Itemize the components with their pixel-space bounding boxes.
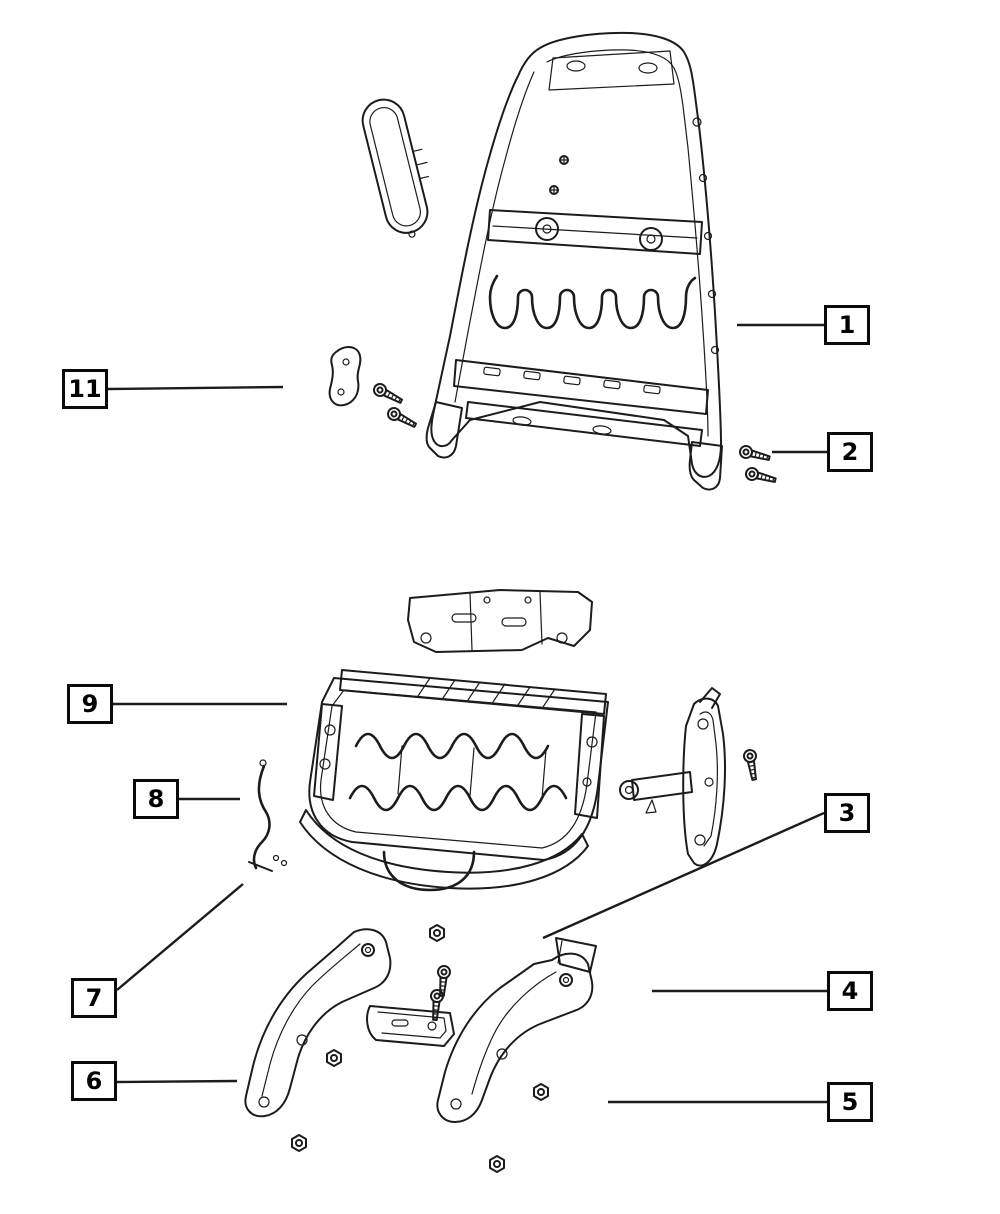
recliner-side-member — [619, 687, 726, 867]
screw — [434, 964, 452, 998]
callout-box-7[interactable]: 7 — [71, 978, 117, 1018]
sensor-wire — [248, 759, 288, 872]
callout-box-2[interactable]: 2 — [827, 432, 873, 472]
seat-cushion-rear-bracket — [407, 589, 593, 653]
callout-label-6: 6 — [85, 1067, 103, 1095]
callout-box-1[interactable]: 1 — [824, 305, 870, 345]
screw — [370, 380, 406, 408]
callout-label-9: 9 — [81, 690, 99, 718]
callout-label-3: 3 — [838, 799, 856, 827]
lumbar-spring-wire — [488, 274, 697, 330]
screw — [742, 748, 762, 782]
callout-label-11: 11 — [68, 375, 102, 403]
callout-box-11[interactable]: 11 — [62, 369, 108, 409]
callout-label-2: 2 — [841, 438, 859, 466]
cover-plate — [366, 1005, 455, 1047]
callout-label-5: 5 — [841, 1088, 859, 1116]
callout-box-4[interactable]: 4 — [827, 971, 873, 1011]
right-riser-bracket — [436, 937, 597, 1123]
hex-nut — [326, 1049, 342, 1067]
hex-nut — [533, 1083, 549, 1101]
side-airbag-module — [361, 98, 430, 238]
leader-line-3 — [542, 811, 825, 940]
callout-box-6[interactable]: 6 — [71, 1061, 117, 1101]
callout-box-5[interactable]: 5 — [827, 1082, 873, 1122]
hex-nut — [489, 1155, 505, 1173]
screw — [737, 443, 772, 466]
leader-line-11 — [107, 385, 284, 391]
callout-leader-lines — [107, 323, 827, 1104]
hex-nut — [291, 1134, 307, 1152]
callout-box-3[interactable]: 3 — [824, 793, 870, 833]
cushion-spring-wire — [354, 732, 550, 760]
callout-label-8: 8 — [147, 785, 165, 813]
hex-nut — [429, 924, 445, 942]
cushion-spring-wire — [348, 784, 568, 812]
seat-cushion-frame — [299, 669, 609, 892]
callout-label-4: 4 — [841, 977, 859, 1005]
seat-back-bracket — [328, 346, 362, 407]
screw — [384, 404, 420, 432]
screw — [743, 465, 778, 488]
leader-line-7 — [116, 883, 244, 991]
callout-box-8[interactable]: 8 — [133, 779, 179, 819]
callout-label-7: 7 — [85, 984, 103, 1012]
seat-back-frame — [425, 31, 723, 491]
leader-line-6 — [116, 1079, 238, 1084]
left-riser-bracket — [244, 928, 392, 1118]
callout-label-1: 1 — [838, 311, 856, 339]
callout-box-9[interactable]: 9 — [67, 684, 113, 724]
